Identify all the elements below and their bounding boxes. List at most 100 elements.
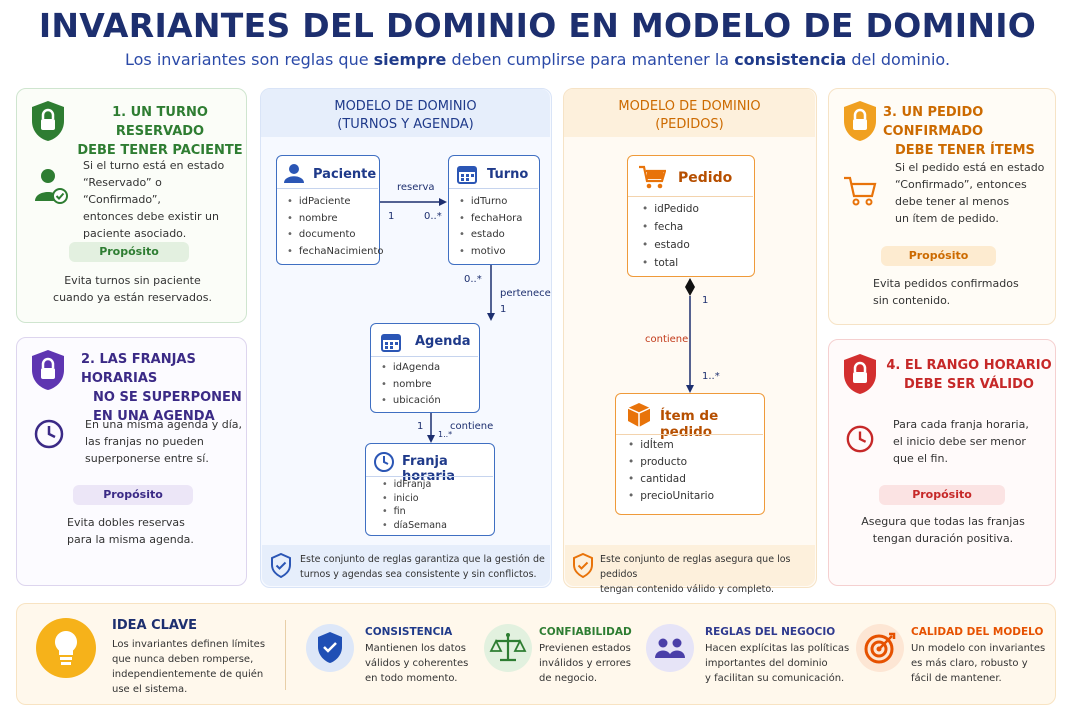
turnos-note-text: turnos y agendas sea consistente y sin c… xyxy=(300,569,537,580)
contiene-arrowhead xyxy=(427,435,435,443)
composition-diamond xyxy=(685,278,695,296)
relation-label-contiene: contiene xyxy=(645,334,689,345)
rule-title-line3: EN UNA AGENDA xyxy=(93,409,215,424)
purpose-label: Propósito xyxy=(881,246,996,266)
multiplicity: 1..* xyxy=(438,430,453,439)
relation-label-contiene: contiene xyxy=(450,421,494,432)
scale-icon xyxy=(484,624,532,672)
entity-name: Pedido xyxy=(678,170,733,186)
benefit-text: Hacen explícitas las políticas xyxy=(705,643,850,654)
rule-text: Si el turno está en estado xyxy=(83,159,225,172)
clock-icon xyxy=(374,452,394,472)
rule-text: Para cada franja horaria, xyxy=(893,418,1029,431)
benefit-text: Un modelo con invariantes xyxy=(911,643,1046,654)
benefit-text: válidos y coherentes xyxy=(365,658,469,669)
purpose-text: tengan duración positiva. xyxy=(872,532,1014,545)
panel-title-line1: MODELO DE DOMINIO xyxy=(334,99,477,114)
rule-text: superponerse entre sí. xyxy=(85,452,209,465)
pedidos-note-box xyxy=(565,545,815,586)
purpose-text: Asegura que todas las franjas xyxy=(861,515,1025,528)
benefit-title: REGLAS DEL NEGOCIO xyxy=(705,626,836,638)
rule-text: debe tener al menos xyxy=(895,195,1010,208)
rule-text: el inicio debe ser menor xyxy=(893,435,1026,448)
cart-icon xyxy=(844,176,877,206)
purpose-text: Evita turnos sin paciente xyxy=(64,274,201,287)
page-title: INVARIANTES DEL DOMINIO EN MODELO DE DOM… xyxy=(38,6,1037,45)
benefit-text: fácil de mantener. xyxy=(911,673,1002,684)
calendar-icon xyxy=(381,334,401,352)
turnos-note-box xyxy=(262,545,550,586)
multiplicity: 0..* xyxy=(464,274,482,285)
purpose-text: cuando ya están reservados. xyxy=(53,291,212,304)
entity-attribute: total xyxy=(642,254,699,272)
entity-pedido: Pedido idPedidofechaestadototal xyxy=(627,155,755,277)
benefit-text: es más claro, robusto y xyxy=(911,658,1028,669)
rule-title-line2: DEBE SER VÁLIDO xyxy=(904,377,1034,392)
entity-name: Agenda xyxy=(415,334,471,349)
benefit-title: CONSISTENCIA xyxy=(365,626,453,638)
rule-text: “Reservado” o “Confirmado”, xyxy=(83,176,162,206)
benefit-title: CONFIABILIDAD xyxy=(539,626,632,638)
shield-check-icon xyxy=(573,553,593,578)
purpose-text: Evita dobles reservas xyxy=(67,516,185,529)
shield-check-icon xyxy=(271,553,291,578)
multiplicity: 1 xyxy=(388,211,395,222)
entity-attribute: cantidad xyxy=(628,471,714,488)
benefit-text: y facilitan su comunicación. xyxy=(705,673,845,684)
multiplicity: 1..* xyxy=(702,371,720,382)
entity-attribute: fecha xyxy=(642,218,699,236)
rule-text: paciente asociado. xyxy=(83,227,187,240)
entity-item-pedido: Ítem de pedido idÍtemproductocantidadpre… xyxy=(615,393,765,515)
multiplicity: 1 xyxy=(500,304,507,315)
purpose-text: para la misma agenda. xyxy=(67,533,194,546)
lock-shield-icon xyxy=(844,101,876,141)
clock-icon xyxy=(846,425,874,453)
person-icon xyxy=(284,164,304,183)
turnos-note-text: Este conjunto de reglas garantiza que la… xyxy=(300,554,545,565)
user-check-icon xyxy=(35,169,68,204)
entity-attribute: idPedido xyxy=(642,200,699,218)
purpose-text: sin contenido. xyxy=(873,294,951,307)
calendar-icon xyxy=(457,166,477,184)
panel-title-line2: (TURNOS Y AGENDA) xyxy=(337,117,474,132)
entity-attribute: documento xyxy=(287,227,383,244)
entity-attribute: idTurno xyxy=(459,194,522,211)
relation-label-pertenece: pertenece xyxy=(500,288,551,299)
entity-attribute: motivo xyxy=(459,244,522,261)
purpose-label: Propósito xyxy=(73,485,193,505)
pedidos-note-text: Este conjunto de reglas asegura que los … xyxy=(600,554,791,580)
lock-shield-icon xyxy=(32,101,64,141)
entity-attribute: inicio xyxy=(382,492,447,506)
panel-title-line1: MODELO DE DOMINIO xyxy=(618,99,761,114)
rule-text: un ítem de pedido. xyxy=(895,212,999,225)
entity-name: Turno xyxy=(487,167,529,182)
purpose-text: Evita pedidos confirmados xyxy=(873,277,1019,290)
lightbulb-icon xyxy=(36,618,96,678)
rule-title-line2: NO SE SUPERPONEN xyxy=(93,390,242,405)
benefit-text: Previenen estados xyxy=(539,643,631,654)
rule-title-line1: 2. LAS FRANJAS HORARIAS xyxy=(81,352,196,386)
purpose-label: Propósito xyxy=(69,242,189,262)
relation-label-reserva: reserva xyxy=(397,182,435,193)
rule-text: Si el pedido está en estado xyxy=(895,161,1045,174)
multiplicity: 1 xyxy=(417,421,424,432)
benefit-text: inválidos y errores xyxy=(539,658,632,669)
lock-shield-icon xyxy=(32,350,64,390)
shield-check-icon xyxy=(306,624,354,672)
entity-paciente: Paciente idPacientenombredocumentofechaN… xyxy=(276,155,383,265)
rule-title-line1: 3. UN PEDIDO CONFIRMADO xyxy=(883,105,984,139)
rule-text: que el fin. xyxy=(893,452,948,465)
rule-text: En una misma agenda y día, xyxy=(85,418,243,431)
entity-attribute: nombre xyxy=(287,211,383,228)
people-icon xyxy=(646,624,694,672)
target-icon xyxy=(856,624,904,672)
contiene-arrowhead xyxy=(686,385,694,393)
entity-attribute: estado xyxy=(642,236,699,254)
key-idea-title: IDEA CLAVE xyxy=(112,618,198,633)
benefit-text: Mantienen los datos xyxy=(365,643,466,654)
multiplicity: 1 xyxy=(702,295,709,306)
rule-text: las franjas no pueden xyxy=(85,435,204,448)
